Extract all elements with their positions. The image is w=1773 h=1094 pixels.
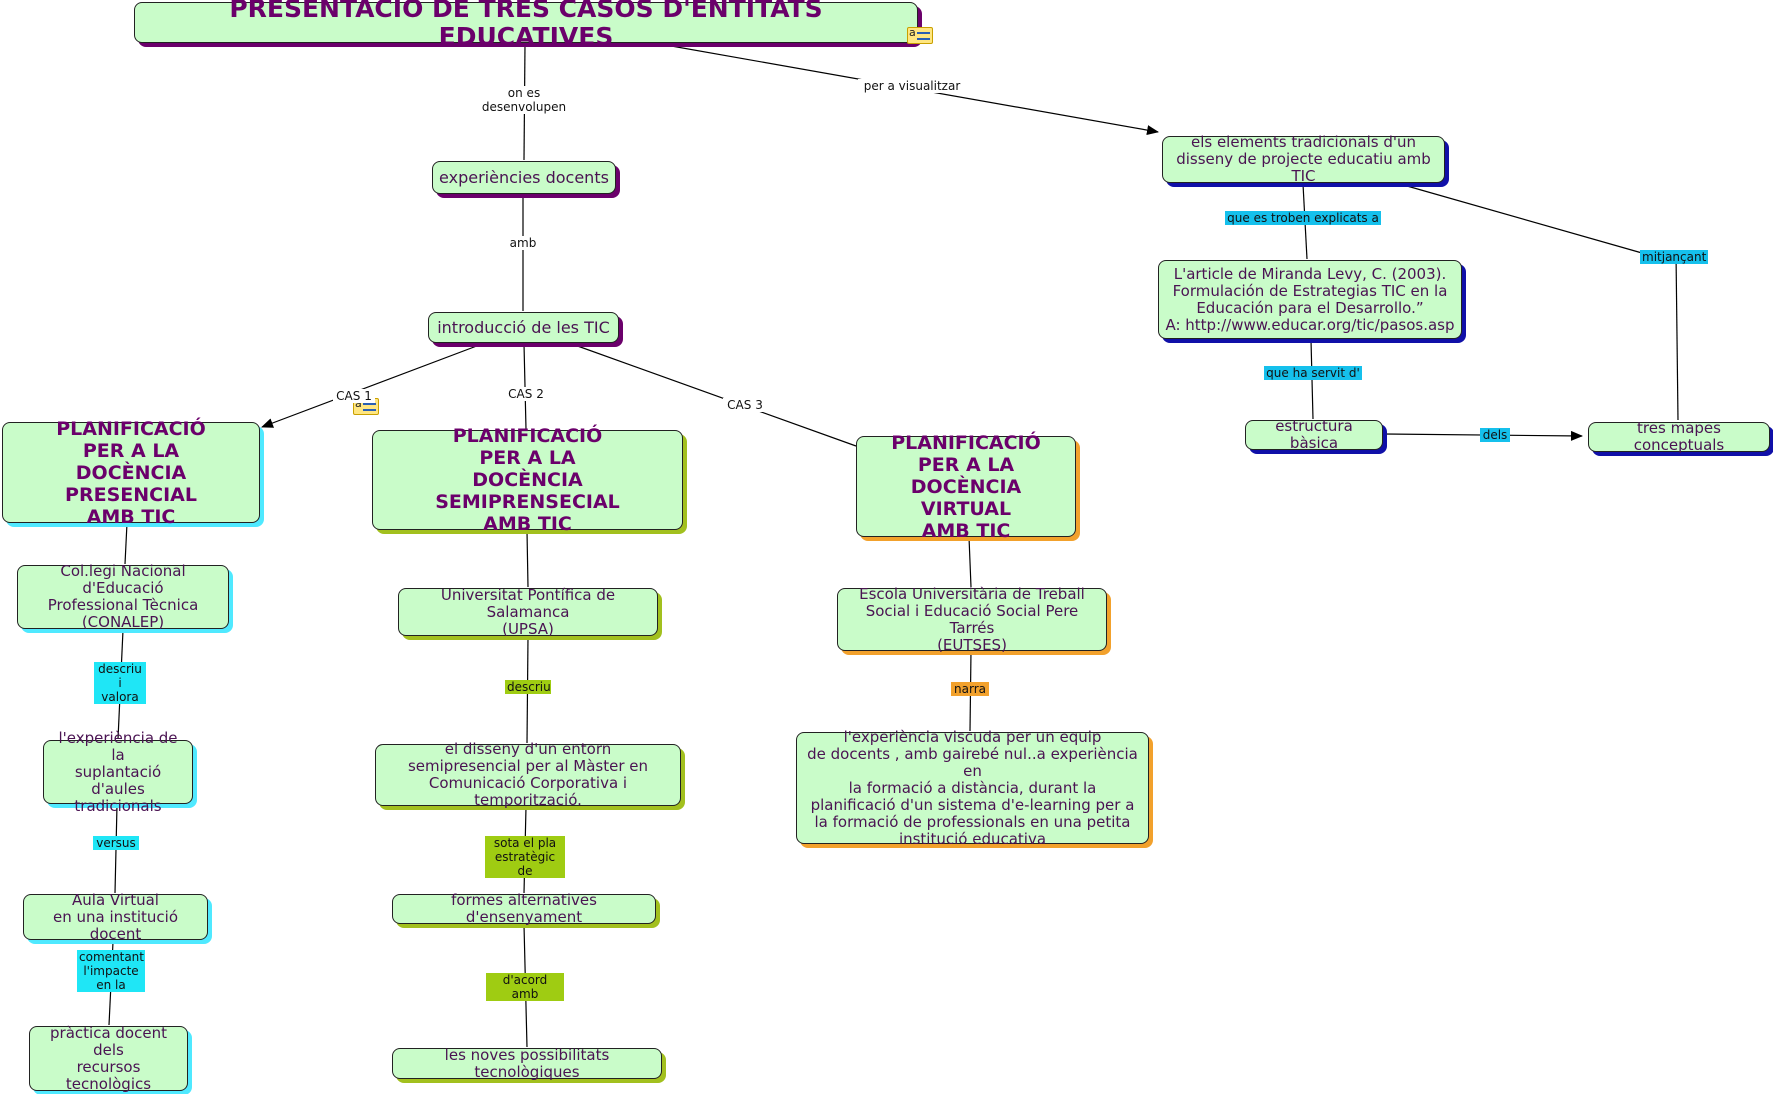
node-practica-docent[interactable]: pràctica docent dels recursos tecnològic… <box>29 1024 188 1092</box>
node-experiencies-docents[interactable]: experiències docents <box>432 161 616 194</box>
link-label-amb: amb <box>503 236 543 250</box>
node-suplantacio[interactable]: l'experiència de la suplantació d'aules … <box>43 729 193 814</box>
link-label-mitjancant: mitjançant <box>1640 250 1708 264</box>
node-disseny-entorn[interactable]: el disseny d'un entorn semipresencial pe… <box>375 741 681 809</box>
node-noves-possibilitats[interactable]: les noves possibilitats tecnològiques <box>392 1046 662 1080</box>
node-cas2-planificacio[interactable]: PLANIFICACIÓ PER A LA DOCÈNCIA SEMIPRENS… <box>372 425 683 535</box>
node-formes-alternatives[interactable]: formes alternatives d'ensenyament <box>392 892 656 926</box>
note-attachment-icon[interactable]: a <box>907 26 933 44</box>
node-cas1-planificacio[interactable]: PLANIFICACIÓ PER A LA DOCÈNCIA PRESENCIA… <box>2 418 260 528</box>
node-introduccio-tic[interactable]: introducció de les TIC <box>428 312 619 343</box>
link-label-per-a-visualitzar: per a visualitzar <box>858 79 966 93</box>
link-label-descriu-i-valora: descriu i valora <box>94 662 146 704</box>
node-tres-mapes[interactable]: tres mapes conceptuals <box>1588 420 1770 454</box>
node-conalep[interactable]: Col.legi Nacional d'Educació Professiona… <box>17 563 229 631</box>
link-label-cas2: CAS 2 <box>504 387 548 401</box>
link-label-que-es-troben: que es troben explicats a <box>1225 211 1381 225</box>
link-label-cas1: CAS 1 <box>333 389 375 403</box>
node-upsa[interactable]: Universitat Pontífica de Salamanca (UPSA… <box>398 586 658 637</box>
link-label-comentant: comentant l'impacte en la <box>77 950 145 992</box>
node-experiencia-viscuda[interactable]: l'experiència viscuda per un equip de do… <box>796 728 1149 847</box>
link-label-cas3: CAS 3 <box>723 398 767 412</box>
link-label-narra: narra <box>951 682 989 696</box>
map-title[interactable]: PRESENTACIÓ DE TRES CASOS D'ENTITATS EDU… <box>134 0 918 50</box>
link-label-dels: dels <box>1480 428 1510 442</box>
node-estructura-basica[interactable]: estructura bàsica <box>1245 418 1383 452</box>
node-eutses[interactable]: Escola Universitària de Treball Social i… <box>837 585 1107 653</box>
link-label-dacord-amb: d'acord amb <box>486 973 564 1001</box>
link-label-que-ha-servit: que ha servit d' <box>1264 366 1362 380</box>
node-cas3-planificacio[interactable]: PLANIFICACIÓ PER A LA DOCÈNCIA VIRTUAL A… <box>856 432 1076 542</box>
link-label-on-es-desenvolupen: on es desenvolupen <box>478 86 570 114</box>
link-label-versus: versus <box>93 836 139 850</box>
link-label-sota-el-pla: sota el pla estratègic de <box>485 836 565 878</box>
link-label-descriu: descriu <box>505 680 551 694</box>
node-elements-tradicionals[interactable]: els elements tradicionals d'un disseny d… <box>1162 134 1445 185</box>
node-aula-virtual[interactable]: Aula Virtual en una institució docent <box>23 891 208 942</box>
node-article-miranda-levy[interactable]: L'article de Miranda Levy, C. (2003). Fo… <box>1158 260 1462 339</box>
